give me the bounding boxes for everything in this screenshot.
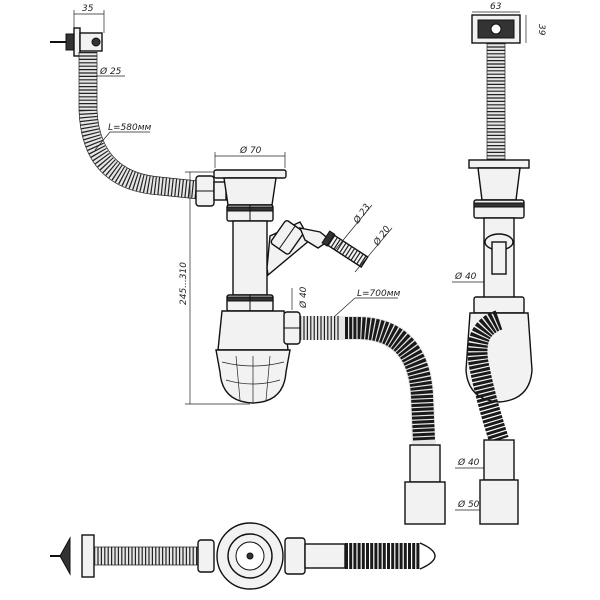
dimension-branch-diameters: Ø 23 Ø 20 <box>334 202 393 273</box>
outlet-hose <box>300 316 436 451</box>
dimension-plug-width: 35 <box>73 4 105 33</box>
dimension-overflow-length: L=580мм <box>94 123 152 151</box>
dimension-outlet-length: L=700мм <box>334 289 401 317</box>
bottle-trap-body <box>217 310 289 351</box>
overflow-plug <box>50 27 103 57</box>
hose-diameter-label: Ø 25 <box>99 66 122 77</box>
dimension-hose-diameter: Ø 25 <box>96 66 125 77</box>
strainer-flange <box>213 169 287 179</box>
side-pipe-50-label: Ø 50 <box>457 499 480 510</box>
branch-outer-diameter-label: Ø 23 <box>351 202 373 227</box>
branch-nut <box>270 220 304 255</box>
dimension-overflow-width: 63 <box>472 2 520 13</box>
strainer-diameter-label: Ø 70 <box>239 145 262 156</box>
side-outlet-diameter-label: Ø 40 <box>454 271 477 282</box>
side-pipe-40-label: Ø 40 <box>457 457 480 468</box>
overflow-height-label: 39 <box>536 24 546 36</box>
top-view <box>50 522 436 590</box>
dimension-outlet-diameter: Ø 40 <box>291 286 309 310</box>
overflow-hose <box>78 52 199 200</box>
dimension-side-outlet-diameter: Ø 40 <box>452 271 484 283</box>
height-range-label: 245...310 <box>179 262 189 305</box>
outlet-length-label: L=700мм <box>357 289 401 299</box>
outlet-pipe-50 <box>404 481 446 525</box>
dimension-height-range: 245...310 <box>179 171 250 405</box>
outlet-diameter-label: Ø 40 <box>298 286 309 309</box>
dimension-overflow-height: 39 <box>525 15 546 43</box>
overflow-width-label: 63 <box>490 2 502 12</box>
dimension-side-pipe-50: Ø 50 <box>455 499 480 511</box>
outlet-pipe-40 <box>409 444 441 483</box>
branch-inner-diameter-label: Ø 20 <box>371 224 393 249</box>
dimension-side-pipe-40: Ø 40 <box>455 457 484 469</box>
front-view: 35 Ø 25 L=580мм Ø 70 <box>50 4 446 525</box>
vertical-pipe <box>232 220 268 296</box>
overflow-length-label: L=580мм <box>108 123 152 133</box>
branch-hose-connector <box>321 230 369 268</box>
plug-width-label: 35 <box>82 4 94 14</box>
strainer-body <box>223 177 277 206</box>
dimension-strainer-diameter: Ø 70 <box>214 145 286 168</box>
side-view: 63 39 Ø 40 Ø 40 Ø 50 <box>452 2 546 525</box>
